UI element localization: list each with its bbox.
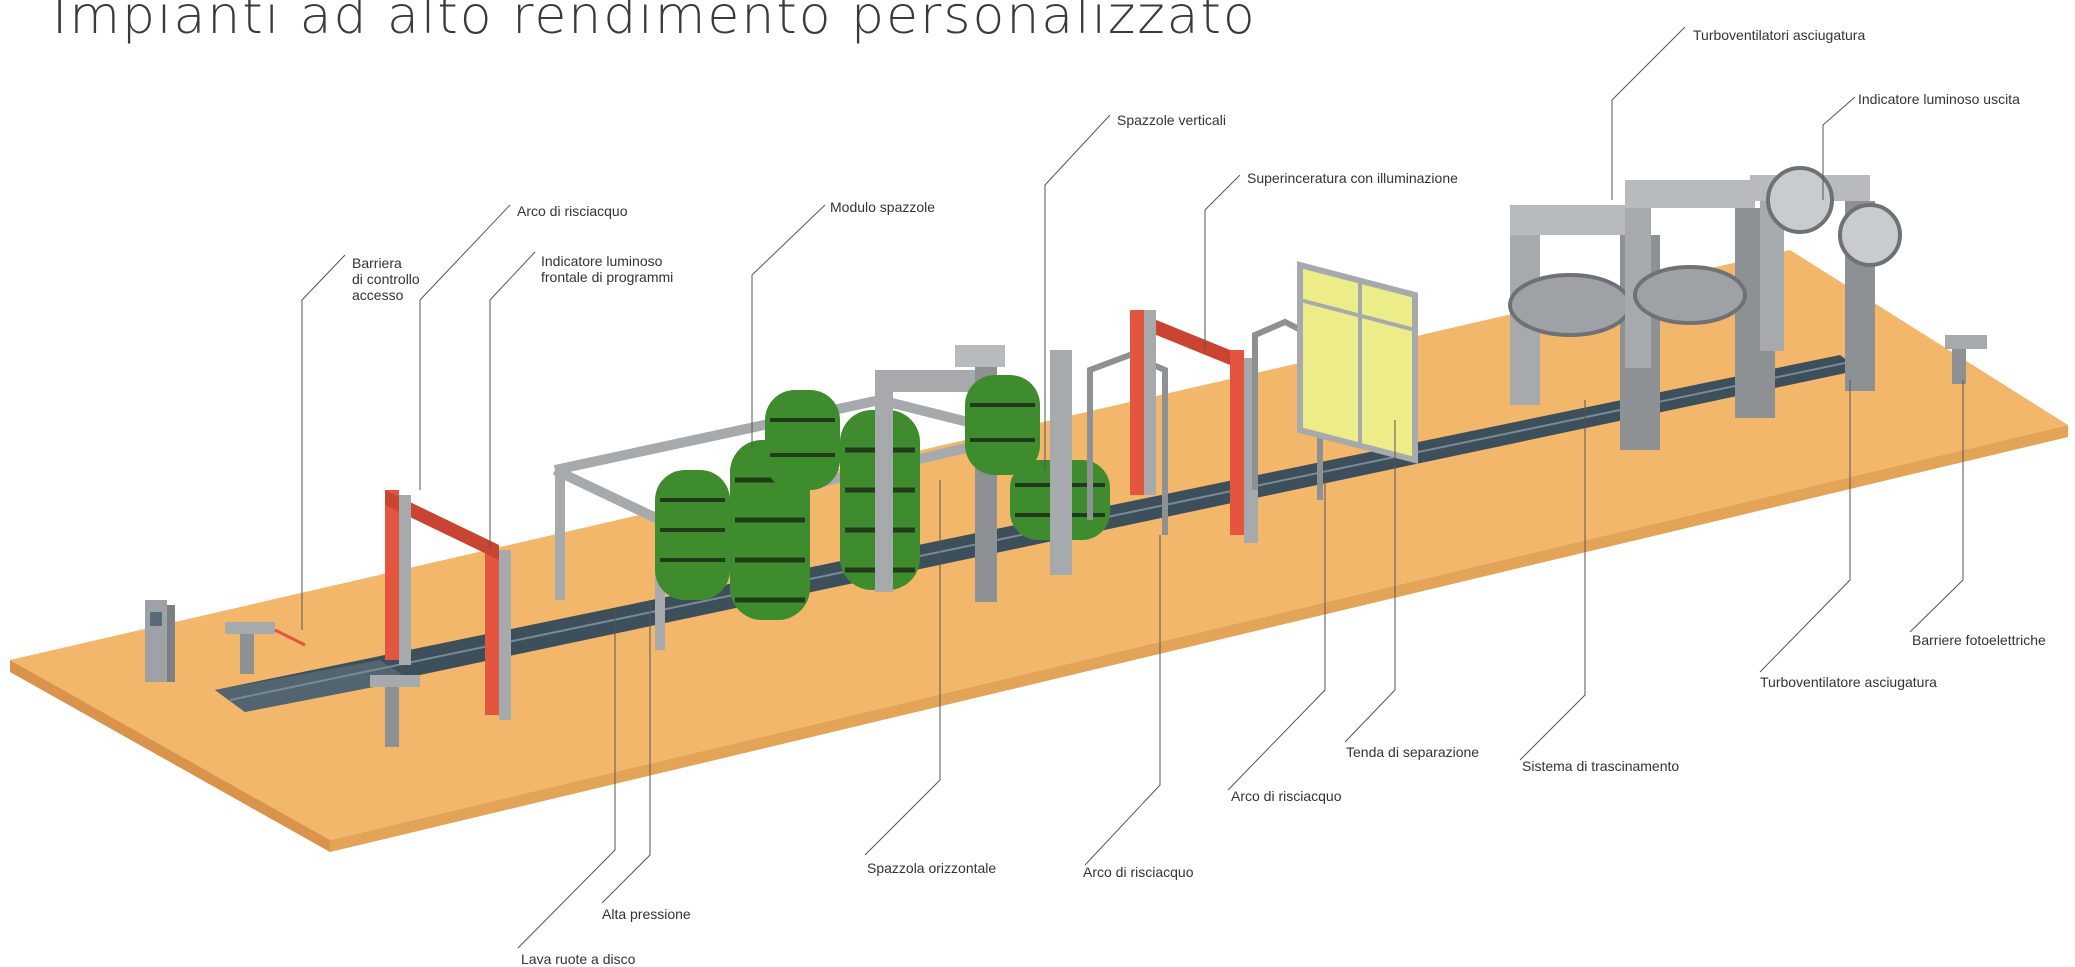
label-indicatore-frontale: Indicatore luminoso frontale di programm… — [541, 253, 673, 285]
brush-horizontal-1 — [655, 470, 730, 600]
label-alta-pressione: Alta pressione — [602, 906, 691, 922]
label-arco-risciacquo-3: Arco di risciacquo — [1083, 864, 1194, 880]
label-line: accesso — [352, 287, 404, 303]
label-turboventilatori-asciugatura: Turboventilatori asciugatura — [1693, 27, 1866, 43]
label-tenda-separazione: Tenda di separazione — [1346, 744, 1480, 760]
page-title: Impianti ad alto rendimento personalizza… — [52, 0, 1257, 46]
label-barriere-fotoelettriche: Barriere fotoelettriche — [1912, 632, 2046, 648]
exit-barrier — [1945, 335, 1987, 384]
label-arco-risciacquo-2: Arco di risciacquo — [1231, 788, 1342, 804]
rinse-arch-1 — [385, 490, 511, 720]
label-line: Indicatore luminoso — [541, 253, 663, 269]
label-spazzole-verticali: Spazzole verticali — [1117, 112, 1226, 128]
floor-platform — [10, 250, 2068, 840]
label-spazzola-orizzontale: Spazzola orizzontale — [867, 860, 997, 876]
separation-curtain — [1297, 261, 1418, 464]
label-barriera-accesso: Barriera di controllo accesso — [352, 255, 420, 303]
label-line: di controllo — [352, 271, 420, 287]
dryer-arch-3 — [1750, 166, 1902, 391]
label-line: frontale di programmi — [541, 269, 674, 285]
label-sistema-trascinamento: Sistema di trascinamento — [1522, 758, 1680, 774]
label-line: Barriera — [352, 255, 402, 271]
label-arco-risciacquo-1: Arco di risciacquo — [517, 203, 628, 219]
label-turboventilatore-asciugatura: Turboventilatore asciugatura — [1760, 674, 1937, 690]
label-modulo-spazzole: Modulo spazzole — [830, 199, 936, 215]
label-superinceratura: Superinceratura con illuminazione — [1247, 170, 1458, 186]
label-indicatore-uscita: Indicatore luminoso uscita — [1858, 91, 2020, 107]
floor-edge — [10, 660, 330, 852]
brush-vertical-4 — [965, 375, 1040, 475]
leader-lines — [301, 26, 1964, 949]
brush-vertical-3 — [765, 390, 840, 490]
entry-kiosk — [145, 600, 175, 682]
label-lava-ruote: Lava ruote a disco — [521, 951, 636, 967]
access-barrier — [225, 622, 420, 747]
